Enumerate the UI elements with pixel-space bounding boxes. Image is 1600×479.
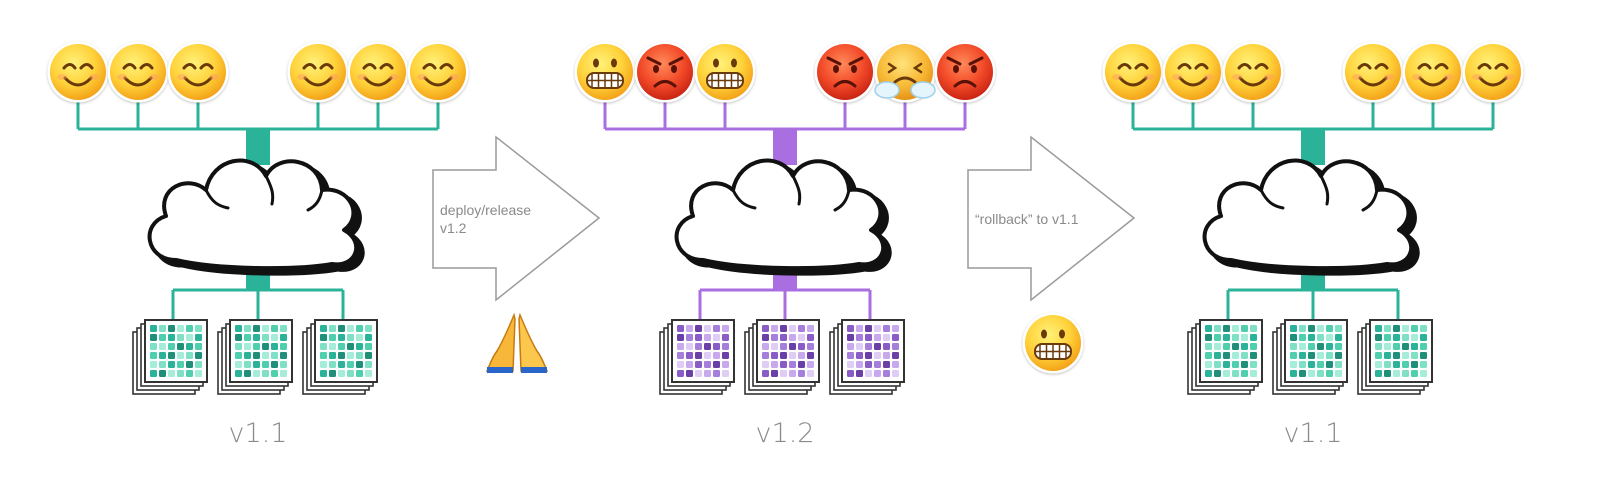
user-connection-tree [603,98,967,165]
praying-hands-icon [485,312,549,373]
stage-2: v1.2 [574,41,996,449]
smile-face-icon [107,41,169,103]
smile-face-icon [1342,41,1404,103]
transition-arrow-1: deploy/release v1.2 [432,135,601,373]
server-stack-icon [1272,319,1348,395]
smile-face-icon [407,41,469,103]
server-stack-icon [1187,319,1263,395]
version-label: v1.1 [1284,418,1343,449]
smile-face-icon [1222,41,1284,103]
smile-face-icon [287,41,349,103]
transition-label: v1.2 [440,220,467,236]
cloud-icon [1202,158,1420,276]
user-connection-tree [76,98,440,165]
transition-arrow-2: “rollback” to v1.1 [967,135,1136,374]
cloud-icon [147,158,365,276]
fuming-face-icon [874,41,936,103]
user-connection-tree [1131,98,1495,165]
server-stack-icon [744,319,820,395]
transition-label: deploy/release [440,202,531,218]
smile-face-icon [1162,41,1224,103]
server-stack-icon [217,319,293,395]
angry-face-icon [814,41,876,103]
grimace-face-icon [1022,312,1084,374]
smile-face-icon [1462,41,1524,103]
stage-1: v1.1 [47,41,469,449]
version-label: v1.2 [756,418,815,449]
version-label: v1.1 [229,418,288,449]
smile-face-icon [47,41,109,103]
smile-face-icon [1402,41,1464,103]
smile-face-icon [1102,41,1164,103]
cloud-icon [674,158,892,276]
transition-label: “rollback” to v1.1 [975,211,1079,227]
angry-face-icon [934,41,996,103]
smile-face-icon [167,41,229,103]
stage-3: v1.1 [1102,41,1524,449]
server-stack-icon [659,319,735,395]
angry-face-icon [634,41,696,103]
grimace-face-icon [574,41,636,103]
grimace-face-icon [694,41,756,103]
server-stack-icon [132,319,208,395]
smile-face-icon [347,41,409,103]
server-stack-icon [1357,319,1433,395]
server-stack-icon [829,319,905,395]
server-stack-icon [302,319,378,395]
